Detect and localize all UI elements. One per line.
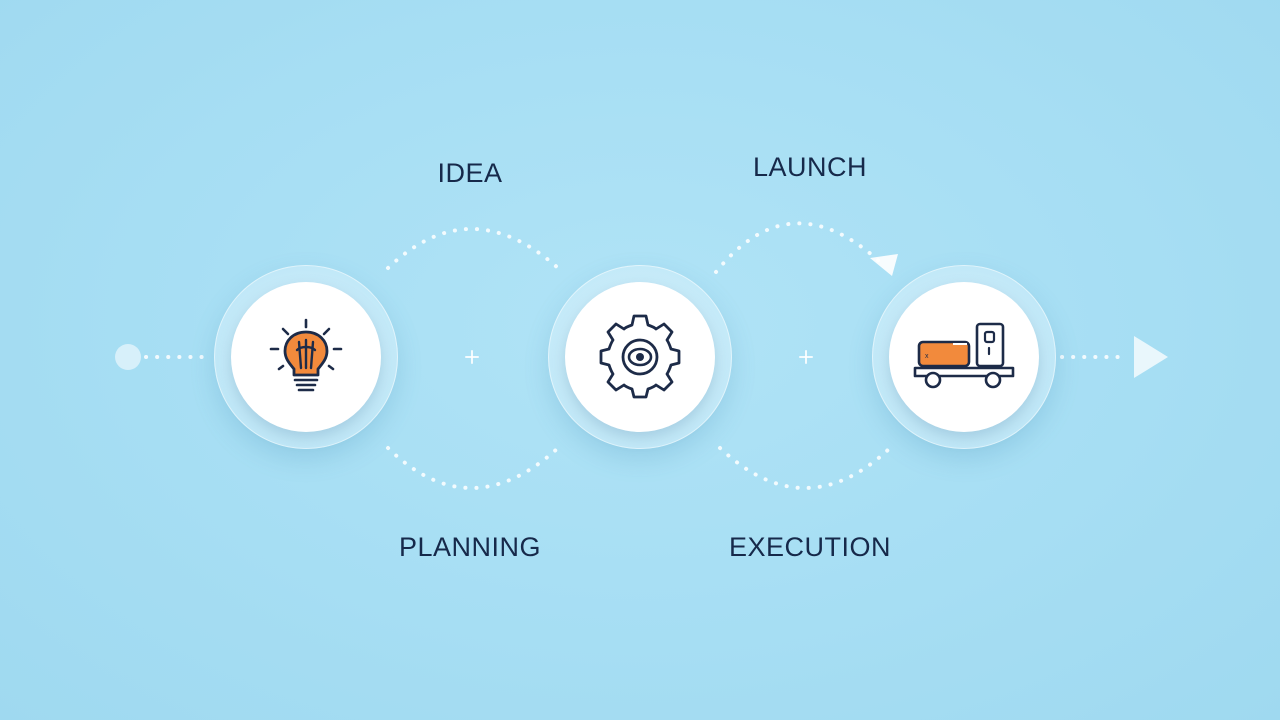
connector-arc-launch [714, 221, 882, 274]
mid-marker-1 [465, 350, 479, 364]
truck-icon: x [913, 322, 1015, 389]
arc-arrowhead [870, 254, 898, 276]
connector-arc-planning [386, 446, 560, 490]
gear-icon [599, 314, 681, 399]
step-label-launch: LAUNCH [752, 152, 868, 182]
mid-marker-2 [799, 350, 813, 364]
end-arrowhead [1134, 336, 1168, 378]
connector-arc-idea [386, 227, 560, 270]
step-node-idea-face [231, 282, 381, 432]
start-dot [115, 344, 141, 370]
step-node-planning-face [565, 282, 715, 432]
lightbulb-icon [269, 318, 343, 392]
step-label-execution: EXECUTION [728, 532, 892, 562]
step-label-idea: IDEA [437, 158, 503, 188]
step-node-idea [214, 265, 398, 449]
connector-arc-execution [718, 446, 892, 490]
step-node-launch-face: x [889, 282, 1039, 432]
step-label-planning: PLANNING [398, 532, 542, 562]
svg-text:x: x [925, 353, 929, 360]
step-node-launch: x [872, 265, 1056, 449]
step-node-planning [548, 265, 732, 449]
